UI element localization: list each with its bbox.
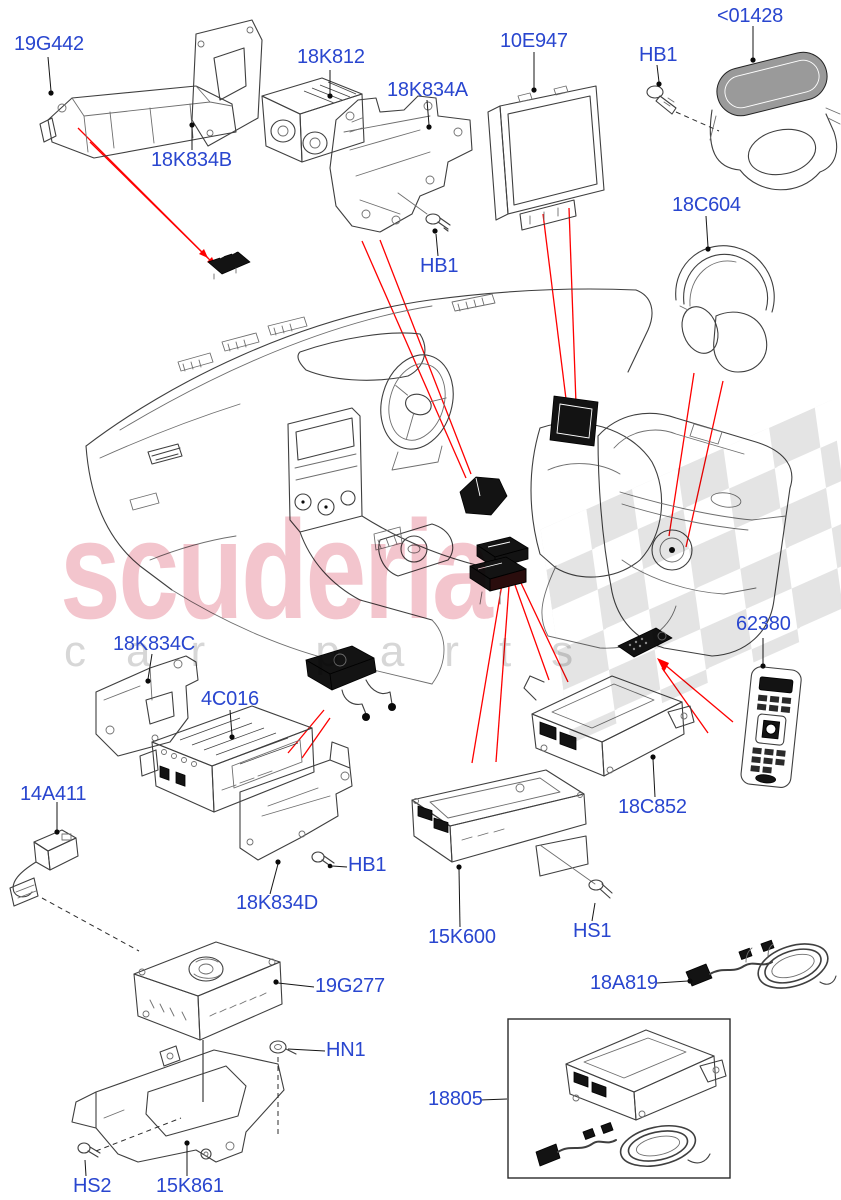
part-drawing-18K834C-bracket bbox=[95, 655, 199, 757]
part-drawing-19G442 bbox=[39, 85, 237, 159]
part-drawing-18K812-radio bbox=[261, 77, 365, 163]
part-drawing-4C016-amplifier bbox=[139, 705, 315, 813]
callout-10E947[interactable]: 10E947 bbox=[500, 30, 568, 52]
callout-19G277[interactable]: 19G277 bbox=[315, 975, 385, 997]
part-drawing-14A411-antenna bbox=[9, 829, 79, 907]
callout-18K812[interactable]: 18K812 bbox=[297, 46, 365, 68]
part-drawing-18A819-harness bbox=[685, 939, 837, 989]
remote-installed bbox=[617, 627, 673, 658]
part-drawing-18K834D-bracket bbox=[239, 741, 353, 861]
callout-15K861[interactable]: 15K861 bbox=[156, 1175, 224, 1197]
car-interior-sketch bbox=[85, 288, 793, 685]
part-drawing-18C604-headphones bbox=[675, 245, 775, 373]
callout-18K834C[interactable]: 18K834C bbox=[113, 633, 195, 655]
part-drawing-19G277-player bbox=[133, 941, 283, 1102]
callout-4C016[interactable]: 4C016 bbox=[201, 688, 259, 710]
part-drawing-15K861-bracket bbox=[71, 1045, 285, 1163]
part-drawing-18805-kit bbox=[507, 1018, 731, 1179]
hb1-screw-center bbox=[397, 192, 451, 232]
hs2-screw bbox=[77, 1142, 101, 1158]
callout-18A819[interactable]: 18A819 bbox=[590, 972, 658, 994]
part-drawing-10E947-display bbox=[487, 85, 605, 231]
assembly-dashed-lines bbox=[41, 111, 720, 1152]
callout-18K834A[interactable]: 18K834A bbox=[387, 79, 468, 101]
installed-connector-target bbox=[207, 251, 251, 280]
callout-19G442[interactable]: 19G442 bbox=[14, 33, 84, 55]
hs1-screw bbox=[588, 879, 613, 899]
callout-leader-lines bbox=[47, 26, 766, 1177]
hn1-nut bbox=[269, 1040, 297, 1055]
part-drawing-15K600-module bbox=[411, 769, 596, 885]
callout-62380[interactable]: 62380 bbox=[736, 613, 791, 635]
part-drawing-18C852-module bbox=[523, 675, 695, 777]
rear-screen-installed bbox=[549, 395, 599, 447]
callout-18C604[interactable]: 18C604 bbox=[672, 194, 741, 216]
callout-18805[interactable]: 18805 bbox=[428, 1088, 483, 1110]
callout-01428[interactable]: <01428 bbox=[717, 5, 784, 27]
hb1-pin-top-right bbox=[646, 85, 677, 115]
callout-HS2[interactable]: HS2 bbox=[73, 1175, 112, 1197]
part-drawing-18K834B bbox=[191, 19, 263, 147]
part-drawing-62380-remote bbox=[740, 666, 802, 788]
callout-15K600[interactable]: 15K600 bbox=[428, 926, 496, 948]
part-drawing-4C016-module bbox=[305, 645, 396, 721]
part-drawing-18K834A-bracket bbox=[329, 95, 473, 233]
callout-HN1[interactable]: HN1 bbox=[326, 1039, 366, 1061]
callout-hb1-center[interactable]: HB1 bbox=[420, 255, 459, 277]
callout-hb1-bracket[interactable]: HB1 bbox=[348, 854, 387, 876]
callout-14A411[interactable]: 14A411 bbox=[20, 783, 87, 805]
callout-18K834D[interactable]: 18K834D bbox=[236, 892, 318, 914]
callout-hb1-top[interactable]: HB1 bbox=[639, 44, 678, 66]
console-module-installed bbox=[459, 476, 508, 516]
part-drawing-01428-speaker bbox=[709, 51, 841, 191]
callout-18C852[interactable]: 18C852 bbox=[618, 796, 687, 818]
interface-modules-installed bbox=[469, 536, 529, 605]
callout-18K834B[interactable]: 18K834B bbox=[151, 149, 232, 171]
callout-HS1[interactable]: HS1 bbox=[573, 920, 612, 942]
